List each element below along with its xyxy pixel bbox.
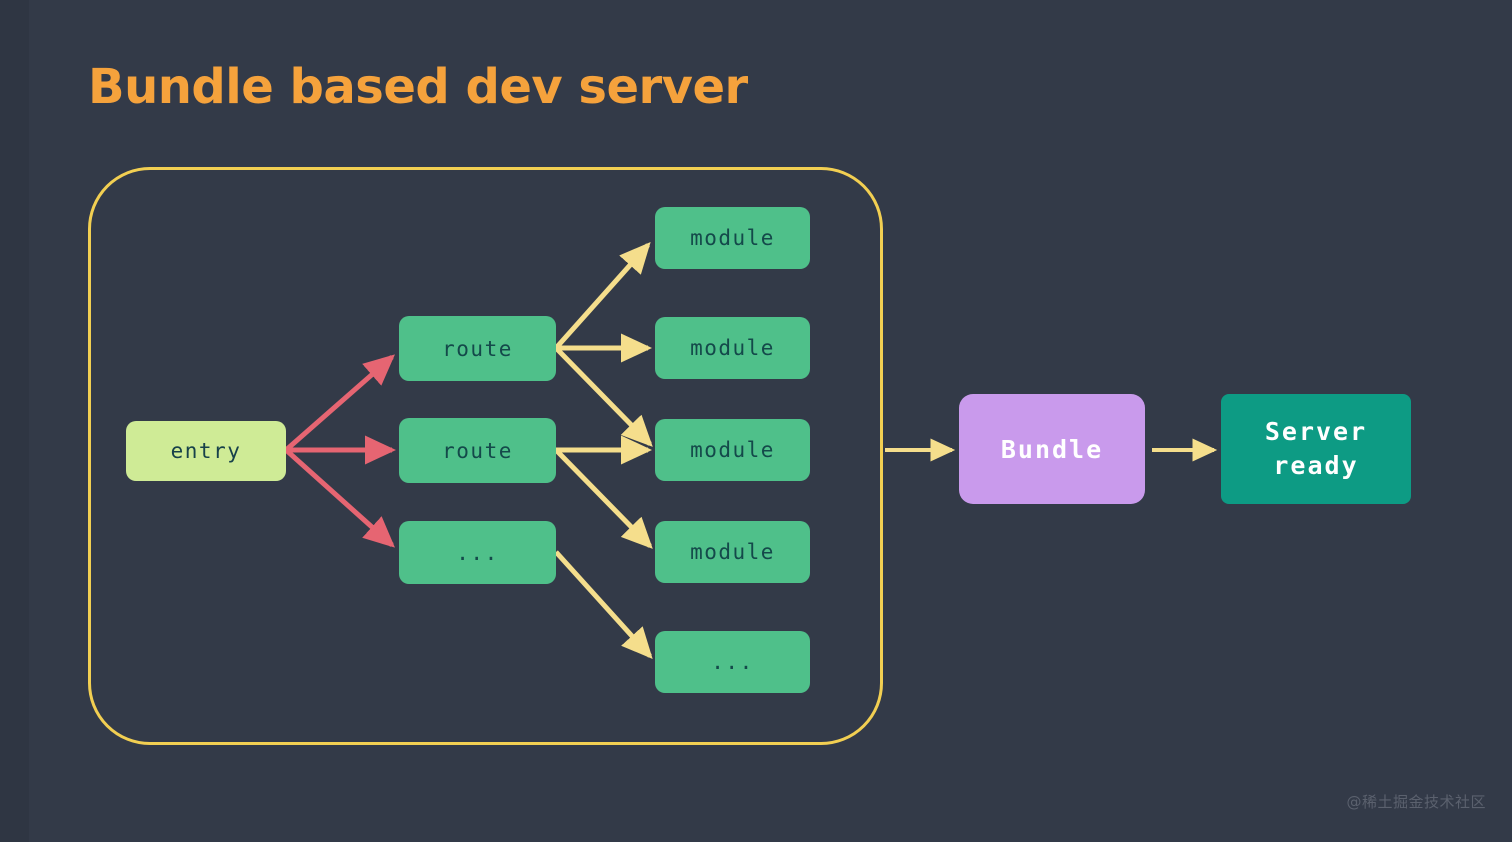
node-server-ready[interactable]: Server ready <box>1221 394 1411 504</box>
watermark: @稀土掘金技术社区 <box>1346 793 1486 811</box>
node-module-5-label: ... <box>711 650 754 674</box>
node-bundle-label: Bundle <box>1000 434 1104 464</box>
node-module-3-label: module <box>690 438 775 462</box>
node-route-1-label: route <box>442 336 513 361</box>
node-route-3[interactable]: ... <box>399 521 556 584</box>
node-route-2-label: route <box>442 438 513 463</box>
node-route-3-label: ... <box>456 540 499 565</box>
node-module-2-label: module <box>690 336 775 360</box>
node-entry[interactable]: entry <box>126 421 286 481</box>
node-module-4-label: module <box>690 540 775 564</box>
node-module-5[interactable]: ... <box>655 631 810 693</box>
node-entry-label: entry <box>170 439 242 463</box>
bundle-graph-boundary <box>88 167 883 745</box>
left-edge-strip <box>0 0 29 842</box>
node-route-1[interactable]: route <box>399 316 556 381</box>
page-title: Bundle based dev server <box>88 59 748 115</box>
node-module-3[interactable]: module <box>655 419 810 481</box>
node-bundle[interactable]: Bundle <box>959 394 1145 504</box>
node-module-2[interactable]: module <box>655 317 810 379</box>
node-module-1-label: module <box>690 226 775 250</box>
node-module-1[interactable]: module <box>655 207 810 269</box>
node-route-2[interactable]: route <box>399 418 556 483</box>
node-module-4[interactable]: module <box>655 521 810 583</box>
node-server-ready-label: Server ready <box>1264 417 1368 480</box>
